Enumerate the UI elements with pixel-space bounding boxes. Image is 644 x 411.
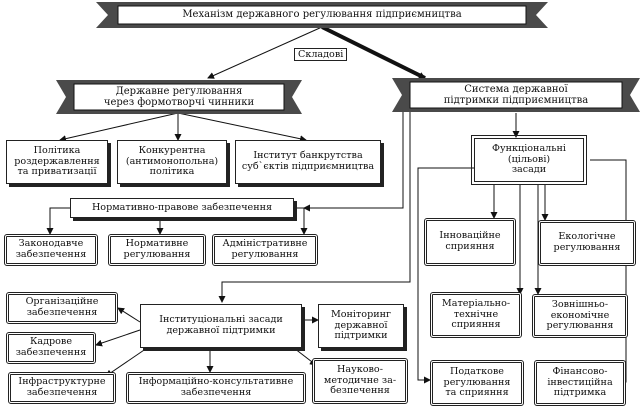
- box-scientific: Науково- методичне за- безпечення: [312, 358, 408, 404]
- box-infrastructure: Інфраструктурне забезпечення: [8, 372, 116, 404]
- arrow-left-to-privatization: [59, 112, 179, 143]
- box-privatization: Політика роздержавлення та приватизації: [6, 140, 108, 184]
- box-legislative: Законодавче забезпечення: [4, 234, 98, 266]
- box-monitoring: Моніторинг державної підтримки: [318, 304, 404, 348]
- arrow-right-to-institutional: [218, 106, 411, 303]
- arrow-title-left: [207, 26, 323, 79]
- box-administrative: Адміністративне регулювання: [212, 234, 318, 266]
- arrow-inst-to-hr: [95, 329, 141, 347]
- box-regulatory: Нормативне регулювання: [108, 234, 206, 266]
- box-ecology: Екологічне регулювання: [538, 220, 636, 266]
- box-competition: Конкурентна (антимонопольна) політика: [117, 140, 227, 184]
- arrow-left-to-bankruptcy: [177, 112, 307, 143]
- arrow-inst-to-infrastructure: [105, 345, 151, 377]
- box-finance: Фінансово- інвестиційна підтримка: [534, 360, 626, 406]
- arrow-func-to-finance: [590, 159, 627, 386]
- box-functional-title: Функціональні (цільові) засади: [471, 135, 587, 185]
- box-bankruptcy: Інститут банкрутства суб`єктів підприємн…: [235, 140, 381, 184]
- arrow-inst-to-scientific: [289, 344, 317, 366]
- box-material: Матеріально- технічне сприяння: [430, 292, 522, 338]
- box-normative-title: Нормативно-правове забезпечення: [70, 198, 294, 218]
- arrow-title-right-thick: [321, 25, 426, 80]
- box-tax: Податкове регулювання та сприяння: [430, 360, 524, 406]
- connector-label: Складові: [294, 48, 348, 61]
- box-hr: Кадрове забезпечення: [6, 332, 96, 364]
- box-information: Інформаційно-консультативне забезпечення: [126, 372, 306, 404]
- box-innovation: Інноваційне сприяння: [424, 218, 516, 266]
- branch-left-banner: Державне регулювання через формотворчі ч…: [56, 80, 302, 114]
- arrow-func-to-tax: [417, 167, 490, 384]
- title-text: Механізм державного регулювання підприєм…: [182, 9, 462, 21]
- arrow-normative-to-legislative: [46, 207, 70, 235]
- box-institutional-title: Інституціональні засади державної підтри…: [140, 304, 302, 348]
- branch-left-text: Державне регулювання через формотворчі ч…: [103, 85, 255, 108]
- branch-right-text: Система державної підтримки підприємницт…: [443, 83, 589, 106]
- arrow-right-to-normative: [303, 106, 404, 212]
- title-banner: Механізм державного регулювання підприєм…: [96, 2, 548, 28]
- box-organizational: Організаційне забезпечення: [6, 292, 118, 324]
- arrow-inst-to-organizational: [117, 307, 141, 323]
- branch-right-banner: Система державної підтримки підприємницт…: [392, 78, 640, 112]
- box-foreign: Зовнішньо- економічне регулювання: [532, 294, 628, 338]
- arrow-normative-to-admin: [294, 207, 308, 235]
